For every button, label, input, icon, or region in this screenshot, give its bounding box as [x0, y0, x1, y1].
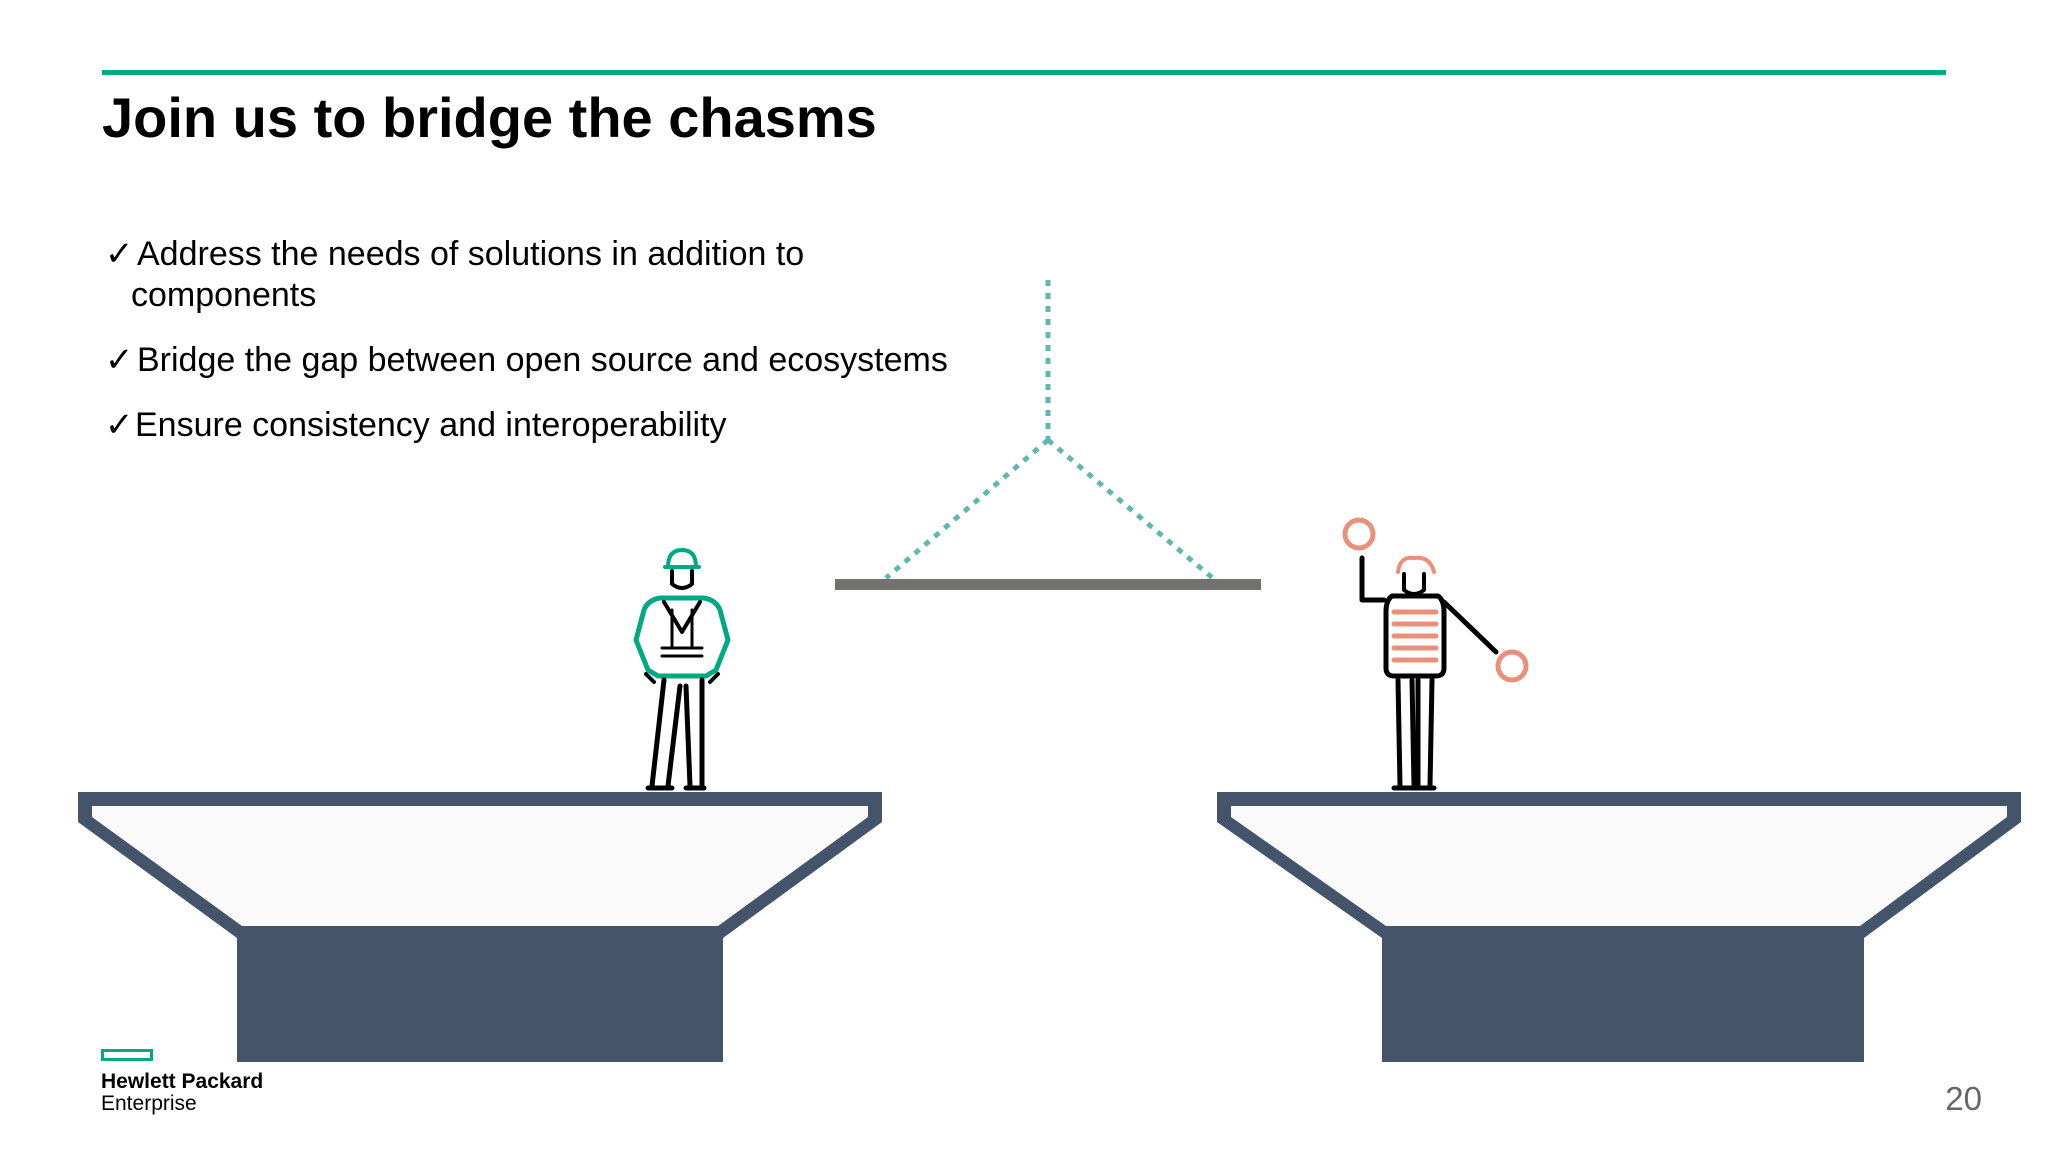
hpe-logo-mark — [101, 1049, 153, 1061]
logo-line2: Enterprise — [101, 1092, 197, 1115]
checkmark-icon: ✓ — [105, 235, 134, 273]
suspended-beam — [835, 579, 1261, 590]
bullet-item: ✓ Ensure consistency and interoperabilit… — [105, 405, 1045, 446]
logo-line1: Hewlett Packard — [101, 1070, 264, 1093]
title-underline — [102, 70, 1946, 75]
right-worker-icon — [1359, 555, 1499, 791]
page-number: 20 — [1945, 1080, 1982, 1117]
bullet-text: Bridge the gap between open source and e… — [137, 341, 948, 379]
bullet-list: ✓ Address the needs of solutions in addi… — [105, 234, 1045, 470]
bullet-item: ✓ Bridge the gap between open source and… — [105, 340, 1045, 381]
left-worker-icon — [633, 548, 731, 791]
bullet-text: Ensure consistency and interoperability — [135, 406, 727, 444]
bullet-text: Address the needs of solutions in additi… — [131, 235, 805, 314]
hpe-logo: Hewlett Packard Enterprise — [101, 1049, 263, 1115]
slide-title: Join us to bridge the chasms — [102, 86, 877, 149]
crane-cable-icon — [884, 280, 1217, 582]
right-pier — [1217, 792, 2021, 1062]
bullet-item: ✓ Address the needs of solutions in addi… — [105, 234, 1045, 316]
checkmark-icon: ✓ — [105, 341, 134, 379]
signal-paddle-icon — [1495, 649, 1529, 683]
checkmark-icon: ✓ — [105, 406, 134, 444]
signal-paddle-icon — [1342, 517, 1376, 551]
left-pier — [78, 792, 882, 1062]
